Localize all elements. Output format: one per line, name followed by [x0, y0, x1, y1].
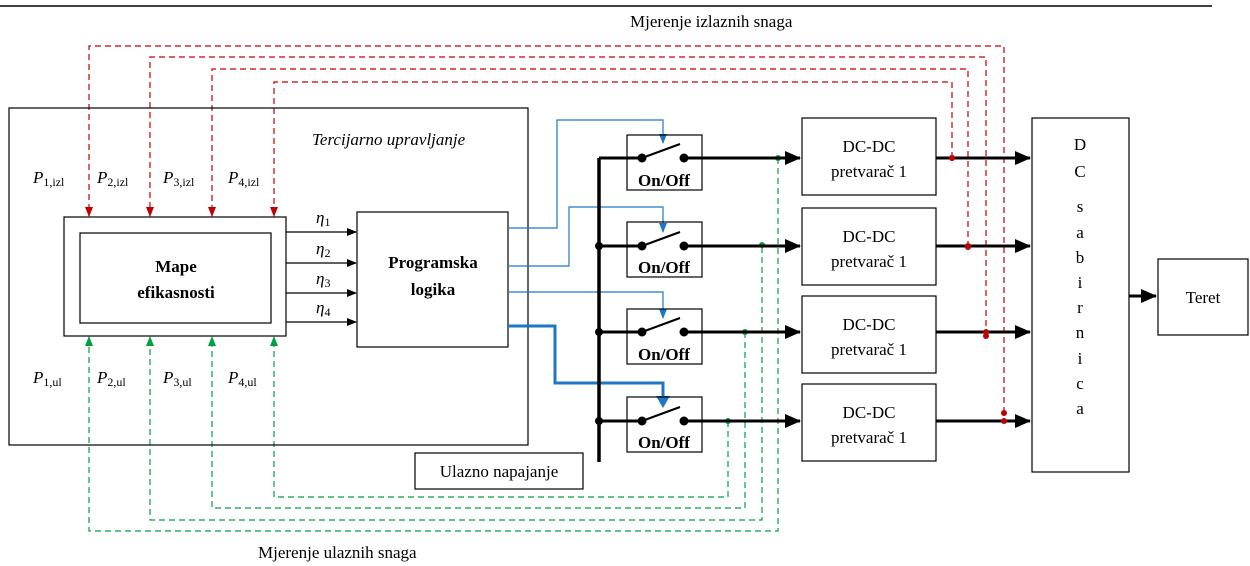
converter-1: DC-DC pretvarač 1 — [801, 117, 937, 196]
eta1-label: η1 — [316, 208, 330, 229]
p2-out-label: P2,izl — [96, 168, 129, 189]
eta2-label: η2 — [316, 239, 330, 260]
output-measure-lines — [85, 45, 1005, 413]
converter-2: DC-DC pretvarač 1 — [801, 207, 937, 286]
p2-in-label: P2,ul — [96, 368, 126, 389]
svg-text:i: i — [1078, 273, 1083, 292]
p3-out-label: P3,izl — [162, 168, 195, 189]
input-measure-lines — [85, 158, 779, 532]
input-measure-label: Mjerenje ulaznih snaga — [258, 543, 417, 562]
svg-text:pretvarač 1: pretvarač 1 — [831, 252, 907, 271]
control-line-4 — [508, 324, 665, 400]
svg-text:pretvarač 1: pretvarač 1 — [831, 340, 907, 359]
tertiary-title: Tercijarno upravljanje — [312, 130, 466, 149]
load-box — [1157, 258, 1249, 336]
switch-4[interactable]: On/Off — [599, 396, 703, 453]
p4-in-label: P4,ul — [227, 368, 257, 389]
switch-2[interactable]: On/Off — [599, 221, 703, 278]
logic-box — [356, 211, 509, 348]
dc-bus-label: D C s a b i r n i c a — [1074, 135, 1086, 418]
logic-line2: logika — [411, 280, 456, 299]
input-supply-label: Ulazno napajanje — [440, 462, 558, 481]
p4-out-label: P4,izl — [227, 168, 260, 189]
maps-line2: efikasnosti — [137, 283, 215, 302]
svg-text:n: n — [1076, 323, 1085, 342]
switch-3[interactable]: On/Off — [599, 308, 703, 365]
svg-text:D: D — [1074, 135, 1086, 154]
load-label: Teret — [1186, 288, 1221, 307]
output-measure-label: Mjerenje izlaznih snaga — [630, 12, 793, 31]
maps-outer-box — [63, 216, 287, 337]
svg-text:pretvarač 1: pretvarač 1 — [831, 428, 907, 447]
switch-4-label: On/Off — [638, 433, 690, 452]
maps-line1: Mape — [155, 257, 197, 276]
efficiency-arrows — [286, 228, 357, 326]
maps-inner-box — [79, 232, 272, 324]
svg-text:r: r — [1077, 298, 1083, 317]
switch-2-label: On/Off — [638, 258, 690, 277]
svg-text:a: a — [1076, 223, 1084, 242]
svg-text:C: C — [1074, 162, 1085, 181]
tertiary-control-box — [8, 107, 529, 446]
svg-text:s: s — [1077, 197, 1084, 216]
control-lines — [508, 119, 667, 319]
logic-line1: Programska — [388, 253, 478, 272]
p1-out-label: P1,izl — [32, 168, 65, 189]
svg-text:pretvarač 1: pretvarač 1 — [831, 162, 907, 181]
switch-to-converter-lines — [684, 151, 801, 428]
svg-text:DC-DC: DC-DC — [843, 137, 896, 156]
svg-text:DC-DC: DC-DC — [843, 403, 896, 422]
input-supply-box — [414, 452, 584, 490]
svg-text:i: i — [1078, 349, 1083, 368]
converter-4: DC-DC pretvarač 1 — [801, 383, 937, 462]
svg-text:b: b — [1076, 248, 1085, 267]
switch-1-label: On/Off — [638, 171, 690, 190]
dc-bus-box — [1031, 117, 1130, 473]
eta3-label: η3 — [316, 269, 330, 290]
p3-in-label: P3,ul — [162, 368, 192, 389]
converter-3: DC-DC pretvarač 1 — [801, 295, 937, 374]
p1-in-label: P1,ul — [32, 368, 62, 389]
svg-text:c: c — [1076, 374, 1084, 393]
svg-text:a: a — [1076, 399, 1084, 418]
converter-to-bus-lines — [936, 151, 1031, 428]
eta4-label: η4 — [316, 298, 330, 319]
switch-3-label: On/Off — [638, 345, 690, 364]
switch-1[interactable]: On/Off — [599, 134, 703, 191]
svg-text:DC-DC: DC-DC — [843, 227, 896, 246]
svg-text:DC-DC: DC-DC — [843, 315, 896, 334]
